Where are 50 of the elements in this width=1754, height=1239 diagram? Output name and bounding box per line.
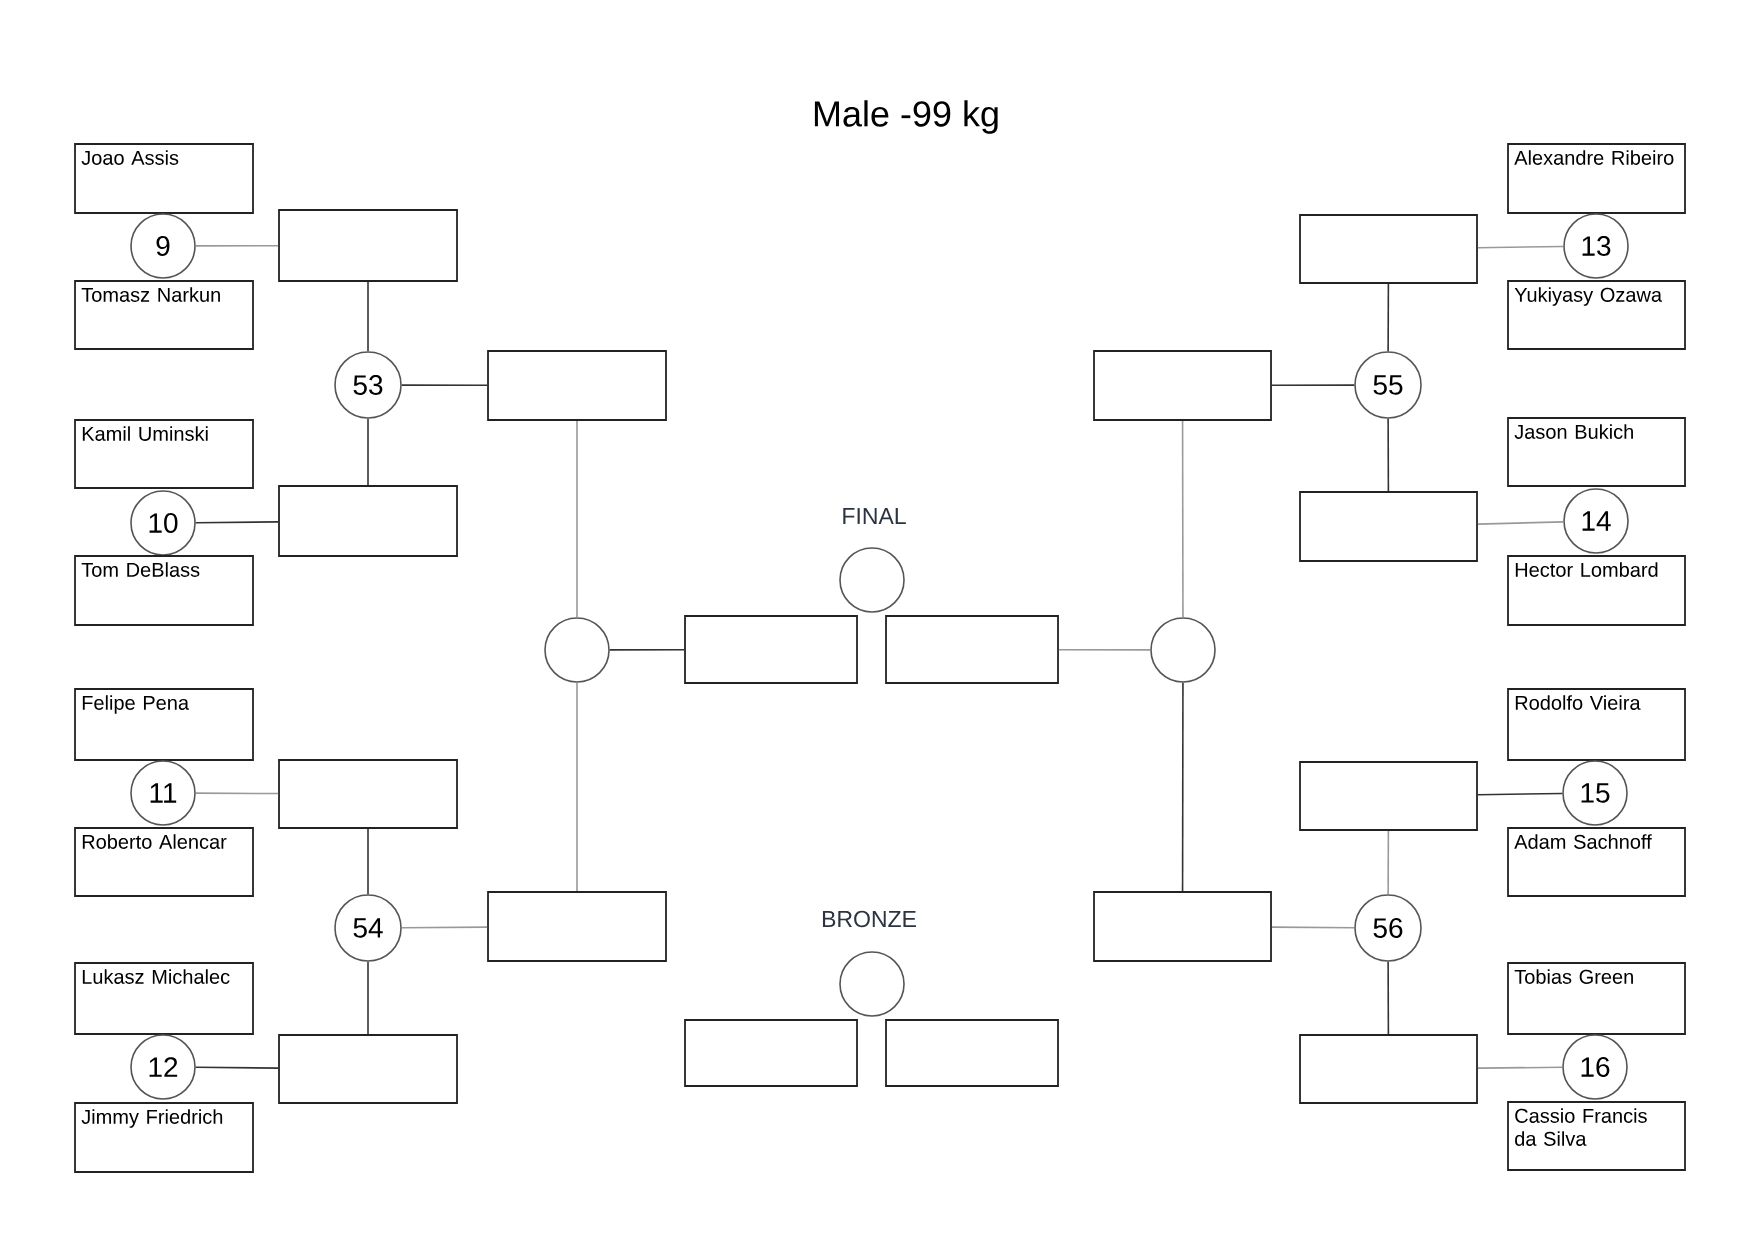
fill-in-box <box>885 1019 1059 1087</box>
connector-line <box>195 792 279 795</box>
connector-line <box>1387 961 1390 1035</box>
connector-line <box>367 961 369 1035</box>
connector-line <box>1271 926 1355 929</box>
fill-in-box <box>1299 761 1478 831</box>
connector-line <box>401 926 488 929</box>
title: Male -99 kg <box>814 100 998 134</box>
connector-line <box>1058 648 1151 651</box>
fill-in-box <box>684 1019 858 1087</box>
fill-in-box <box>1299 491 1478 562</box>
section-heading: BRONZE <box>822 910 916 928</box>
fill-in-box <box>1093 350 1272 421</box>
connector-line <box>1387 418 1390 492</box>
connector-line <box>1477 245 1564 249</box>
fill-in-circle <box>839 547 905 613</box>
fill-in-box <box>1093 891 1272 962</box>
connector-line <box>1477 521 1565 525</box>
connector-line <box>367 281 369 352</box>
fill-in-box <box>487 891 667 962</box>
connector-line <box>195 1066 279 1069</box>
connector-line <box>1477 1066 1563 1069</box>
fill-in-box <box>1299 1034 1478 1104</box>
fill-in-circle <box>544 617 610 683</box>
connector-line <box>1387 830 1390 895</box>
competitor-box: Jimmy Friedrich <box>74 1102 254 1173</box>
connector-line <box>195 244 279 247</box>
connector-line <box>1477 792 1563 796</box>
connector-line <box>401 384 488 387</box>
fill-in-circle <box>1150 617 1216 683</box>
connector-line <box>367 828 369 895</box>
connector-line <box>1181 420 1184 618</box>
connector-line <box>195 521 279 524</box>
connector-line <box>576 420 578 618</box>
connector-line <box>1271 384 1355 387</box>
connector-line <box>367 418 369 486</box>
section-heading: FINAL <box>843 508 906 524</box>
fill-in-box <box>885 615 1059 684</box>
fill-in-box <box>1299 214 1478 284</box>
fill-in-box <box>278 485 458 557</box>
fill-in-box <box>684 615 858 684</box>
fill-in-box <box>278 1034 458 1104</box>
connector-line <box>1181 682 1184 892</box>
connector-line <box>1387 283 1390 352</box>
connector-line <box>576 682 578 892</box>
fill-in-box <box>278 759 458 829</box>
fill-in-circle <box>839 951 905 1017</box>
fill-in-box <box>487 350 667 421</box>
connector-line <box>609 648 685 651</box>
fill-in-box <box>278 209 458 282</box>
